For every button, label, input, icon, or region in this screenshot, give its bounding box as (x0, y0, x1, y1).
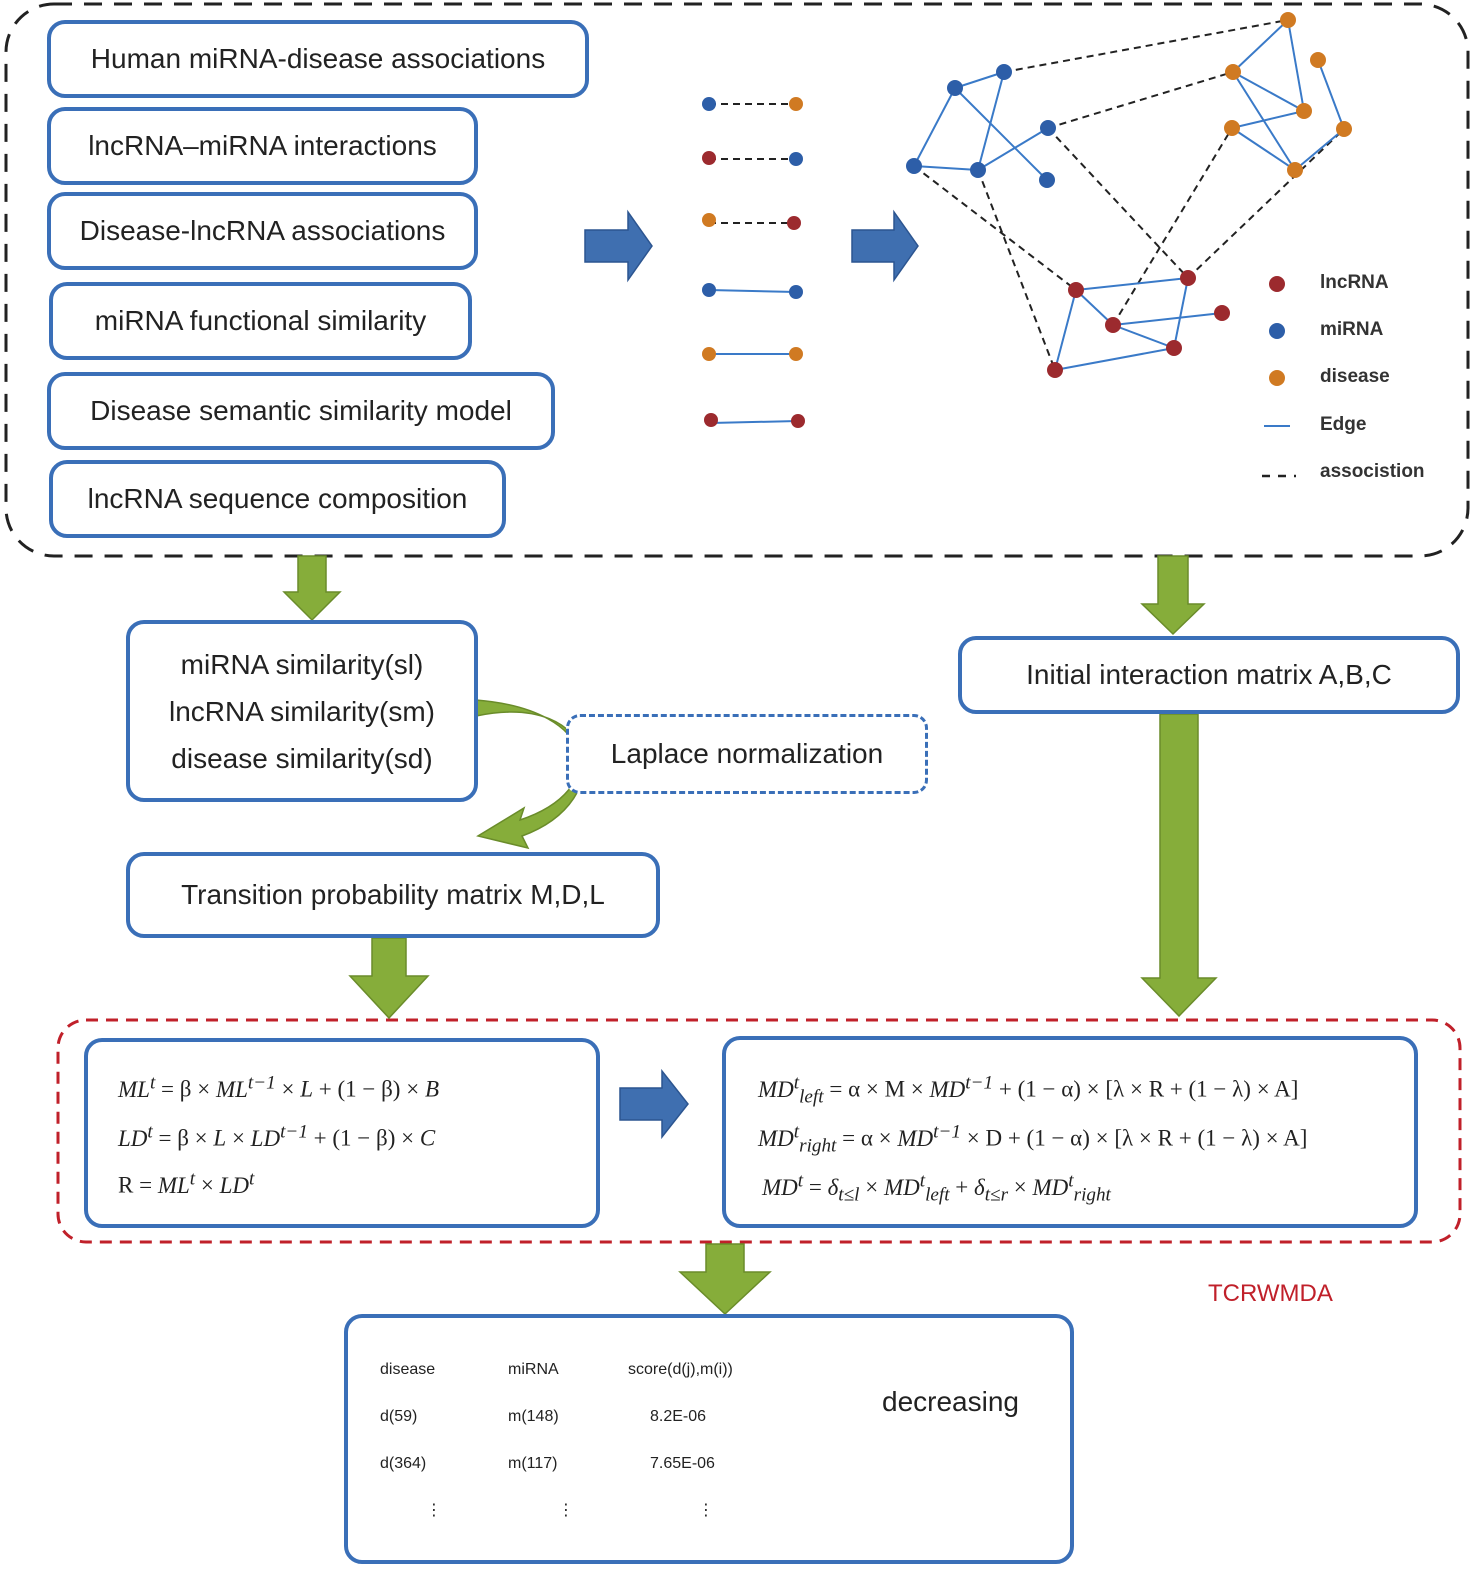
initial-matrix-box: Initial interaction matrix A,B,C (958, 636, 1460, 714)
pair-node (791, 414, 805, 428)
pair-line-4 (708, 289, 797, 293)
transition-label: Transition probability matrix M,D,L (181, 879, 605, 910)
legend-disease-label: disease (1320, 366, 1390, 387)
formula-ml: MLt = β × MLt−1 × L + (1 − β) × B (118, 1072, 439, 1102)
similarity-line: miRNA similarity(sl) (180, 648, 424, 680)
pair-node (789, 347, 803, 361)
input-label: Disease semantic similarity model (90, 395, 512, 426)
data-sources-group (4, 2, 1470, 558)
down-arrow-transition (348, 937, 430, 1020)
pair-line-6 (710, 420, 799, 424)
formula-md: MDt = δt≤l × MDtleft + δt≤r × MDtright (762, 1170, 1111, 1206)
output-cell: m(148) (508, 1408, 559, 1425)
legend-lncrna-label: lncRNA (1320, 272, 1389, 293)
input-mirna-functional-box: miRNA functional similarity (49, 282, 472, 360)
legend-mirna-label: miRNA (1320, 319, 1384, 340)
pair-node (704, 413, 718, 427)
model-name-label: TCRWMDA (1208, 1280, 1333, 1307)
down-arrow-left-top (282, 555, 342, 622)
legend-mirna-dot (1269, 323, 1285, 339)
similarity-box: miRNA similarity(sl) lncRNA similarity(s… (126, 620, 478, 802)
network-associations (913, 19, 1345, 371)
formula-r: R = MLt × LDt (118, 1168, 255, 1198)
transition-box: Transition probability matrix M,D,L (126, 852, 660, 938)
laplace-label: Laplace normalization (610, 738, 884, 769)
output-cell: 7.65E-06 (650, 1455, 715, 1472)
right-arrow-3 (619, 1068, 689, 1140)
pair-node (787, 216, 801, 230)
output-col-score: score(d(j),m(i)) 8.2E-06 7.65E-06 ⋮ (628, 1346, 733, 1534)
output-cell: d(364) (380, 1455, 427, 1472)
network-edges (913, 19, 1345, 371)
pair-node (789, 285, 803, 299)
input-disease-lncrna-box: Disease-lncRNA associations (47, 192, 478, 270)
pair-node (789, 97, 803, 111)
input-lncrna-sequence-box: lncRNA sequence composition (49, 460, 506, 538)
down-arrow-right-long (1140, 713, 1218, 1018)
network-nodes (906, 12, 1352, 378)
output-col-mirna: miRNA m(148) m(117) ⋮ (508, 1346, 574, 1534)
formula-box-left (84, 1038, 600, 1228)
output-cell: ⋮ (698, 1502, 714, 1519)
output-header: score(d(j),m(i)) (628, 1361, 733, 1378)
legend-edge-label: Edge (1320, 414, 1367, 435)
laplace-box: Laplace normalization (566, 714, 928, 794)
pair-node (702, 97, 716, 111)
legend-lncrna-dot (1269, 276, 1285, 292)
output-header: miRNA (508, 1361, 559, 1378)
pair-node (702, 151, 716, 165)
input-label: lncRNA sequence composition (87, 483, 468, 514)
pair-node (702, 347, 716, 361)
formula-md-left: MDtleft = α × M × MDt−1 + (1 − α) × [λ ×… (758, 1072, 1299, 1108)
similarity-line: disease similarity(sd) (171, 742, 433, 774)
input-label: Disease-lncRNA associations (79, 215, 446, 246)
formula-md-right: MDtright = α × MDt−1 × D + (1 − α) × [λ … (758, 1121, 1308, 1157)
formula-ld: LDt = β × L × LDt−1 + (1 − β) × C (118, 1121, 436, 1151)
output-cell: ⋮ (558, 1502, 574, 1519)
output-header: disease (380, 1361, 436, 1378)
output-cell: 8.2E-06 (650, 1408, 707, 1425)
pair-node (702, 283, 716, 297)
output-cell: ⋮ (426, 1502, 442, 1519)
input-lncrna-mirna-box: lncRNA–miRNA interactions (47, 107, 478, 185)
output-cell: m(117) (508, 1455, 558, 1472)
decreasing-label: decreasing (882, 1386, 1019, 1417)
formula-box-right (722, 1036, 1418, 1228)
pair-node (702, 213, 716, 227)
down-arrow-right-top (1140, 555, 1206, 636)
output-box (344, 1314, 1074, 1564)
right-arrow-1 (584, 209, 653, 283)
output-cell: d(59) (380, 1408, 418, 1425)
output-col-disease: disease d(59) d(364) ⋮ (380, 1346, 442, 1534)
input-mirna-disease-box: Human miRNA-disease associations (47, 20, 589, 98)
right-arrow-2 (851, 209, 919, 283)
input-disease-semantic-box: Disease semantic similarity model (47, 372, 555, 450)
pair-node (789, 152, 803, 166)
legend-disease-dot (1269, 370, 1285, 386)
initial-matrix-label: Initial interaction matrix A,B,C (1026, 659, 1392, 690)
down-arrow-output (678, 1243, 772, 1316)
input-label: Human miRNA-disease associations (90, 43, 546, 74)
similarity-line: lncRNA similarity(sm) (169, 695, 435, 727)
input-label: miRNA functional similarity (94, 305, 427, 336)
input-label: lncRNA–miRNA interactions (88, 130, 437, 161)
legend-association-label: associstion (1320, 461, 1425, 482)
